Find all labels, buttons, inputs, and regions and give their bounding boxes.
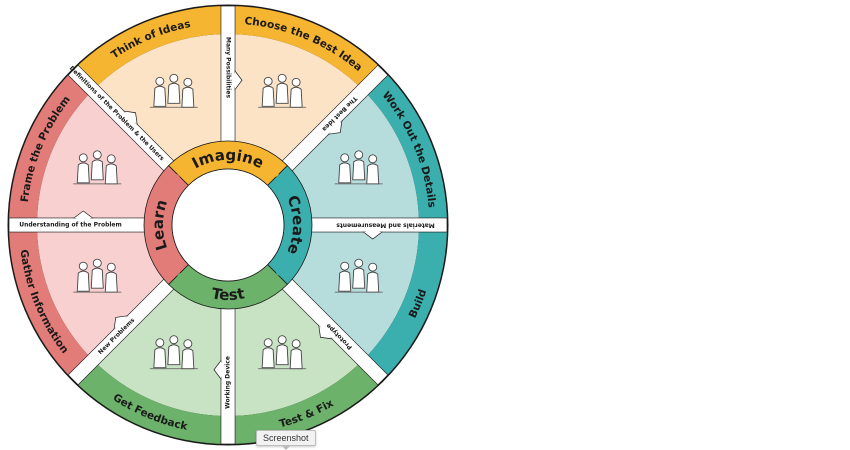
divider-6: Understanding of the Problem xyxy=(8,210,147,233)
illustrations-layer xyxy=(73,73,383,370)
illustration-people-icon xyxy=(73,150,122,185)
wheel-center xyxy=(171,168,285,282)
illustration-people-icon xyxy=(149,335,198,370)
sector-band-3 xyxy=(228,360,383,444)
sector-fill-6 xyxy=(37,89,169,226)
sector-band-7 xyxy=(73,6,228,90)
connector-label: Understanding of the Problem xyxy=(19,222,122,229)
phase-ring xyxy=(143,140,313,310)
sector-band-6 xyxy=(9,70,93,225)
connector-label: Many Possibilities xyxy=(225,37,232,98)
sector-fill-1 xyxy=(287,89,419,226)
sector-band-4 xyxy=(73,360,228,444)
illustration-people-icon xyxy=(73,258,122,293)
illustration-people-icon xyxy=(334,150,383,185)
divider-4: Working Device xyxy=(213,306,236,445)
illustration-people-icon xyxy=(258,335,307,370)
connector-label: Materials and Measurements xyxy=(336,222,435,229)
screenshot-tooltip: Screenshot xyxy=(256,430,316,450)
sector-band-1 xyxy=(363,70,447,225)
sector-band-0 xyxy=(228,6,383,90)
phase-label-learn: Learn xyxy=(149,197,171,252)
divider-2: Materials and Measurements xyxy=(309,217,448,240)
illustration-people-icon xyxy=(258,73,307,108)
connector-label: Working Device xyxy=(225,356,232,409)
sector-band-2 xyxy=(363,225,447,380)
sector-band-5 xyxy=(9,225,93,380)
phase-label-create: Create xyxy=(283,193,307,257)
illustration-people-icon xyxy=(149,73,198,108)
illustration-people-icon xyxy=(334,258,383,293)
phase-label-test: Test xyxy=(210,284,246,304)
divider-0: Many Possibilities xyxy=(220,5,243,144)
